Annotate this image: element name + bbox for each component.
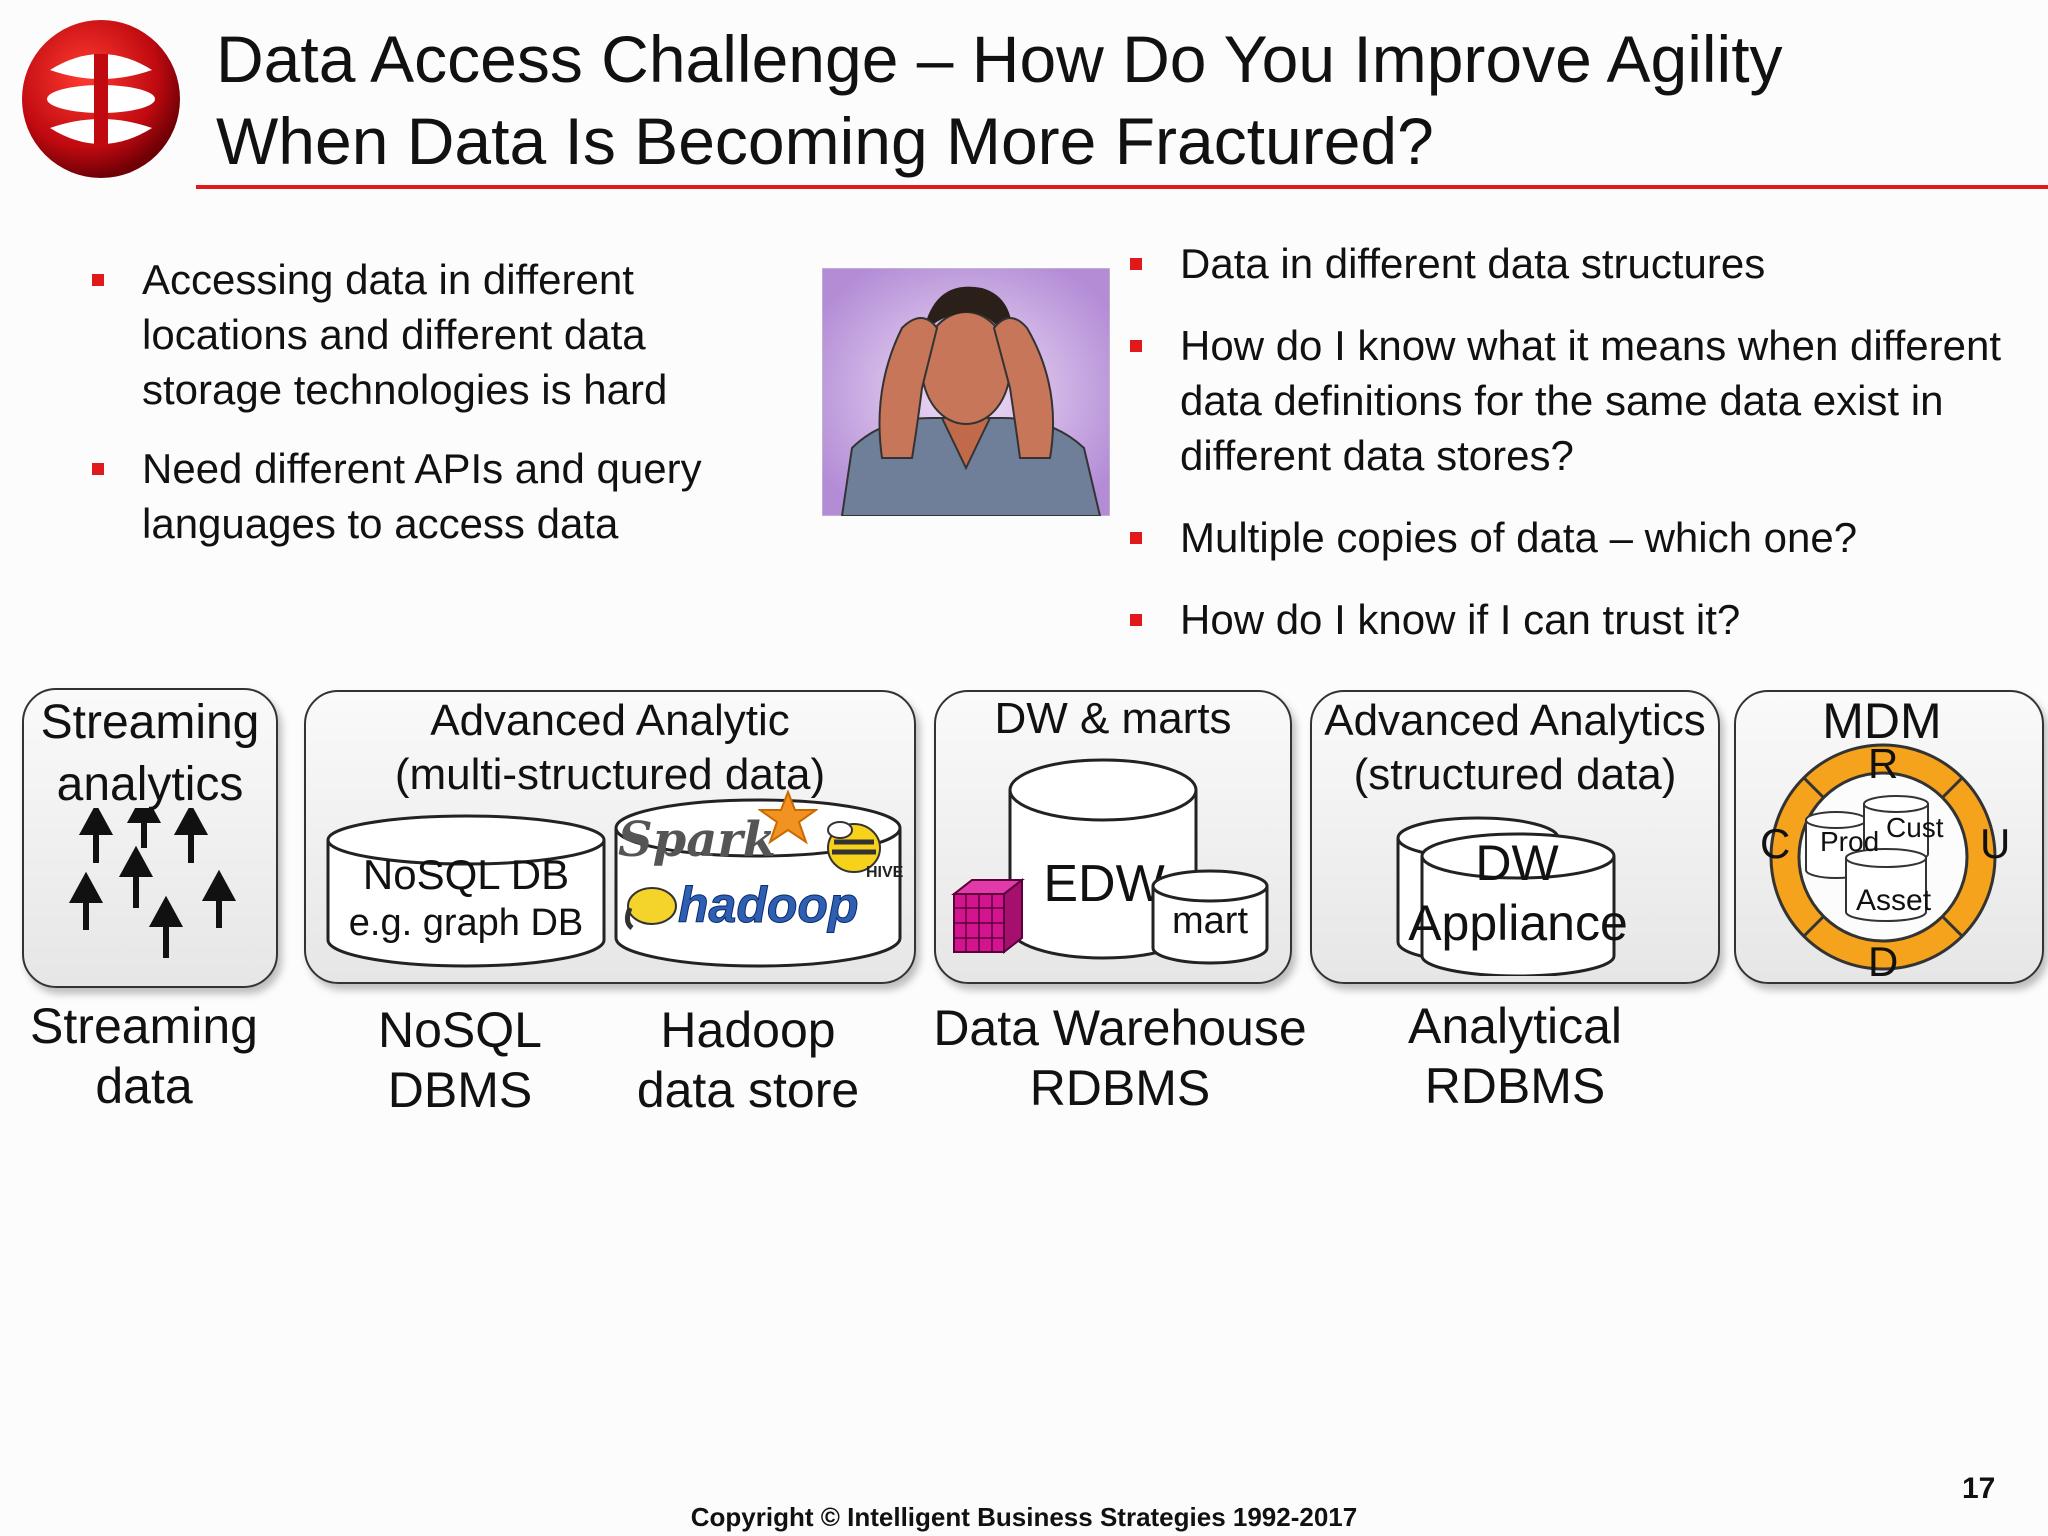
appliance-label: Appliance — [1408, 895, 1628, 951]
edw-cylinder — [1008, 758, 1198, 960]
page-title: Data Access Challenge – How Do You Impro… — [216, 18, 1783, 182]
streaming-arrows-icon — [68, 808, 237, 958]
spark-logo: Spark — [618, 812, 776, 868]
bullet-item: Need different APIs and query languages … — [92, 441, 772, 551]
dw-marts-title: DW & marts — [994, 694, 1232, 743]
bullet-item: How do I know if I can trust it? — [1130, 592, 2030, 647]
dw-marts-panel: DW & marts EDW mart — [934, 690, 1292, 984]
caption-streaming: Streaming data — [30, 998, 258, 1114]
edw-label: EDW — [1043, 855, 1165, 913]
hive-label: HIVE — [866, 864, 904, 881]
title-line-1: Data Access Challenge – How Do You Impro… — [216, 22, 1783, 96]
mdm-d-label: D — [1868, 938, 1899, 985]
advanced-analytic-multi-panel: Advanced Analytic (multi-structured data… — [304, 690, 916, 984]
page-number: 17 — [1962, 1472, 1996, 1505]
mdm-r-label: R — [1868, 740, 1899, 787]
advanced-structured-title: Advanced Analytics (structured data) — [1324, 696, 1706, 799]
advanced-analytics-structured-panel: Advanced Analytics (structured data) DW … — [1310, 690, 1720, 984]
title-line-2: When Data Is Becoming More Fractured? — [216, 104, 1434, 178]
nosql-db-cylinder — [326, 814, 606, 968]
bullet-item: How do I know what it means when differe… — [1130, 318, 2030, 483]
mdm-u-label: U — [1980, 820, 2011, 867]
spark-star-icon — [758, 790, 818, 845]
mdm-cust-label: Cust — [1886, 812, 1944, 843]
mart-label: mart — [1172, 900, 1248, 942]
company-logo — [22, 20, 180, 178]
caption-analytical: Analytical RDBMS — [1408, 998, 1622, 1114]
nosql-db-example: e.g. graph DB — [348, 902, 584, 944]
advanced-multi-title: Advanced Analytic (multi-structured data… — [394, 696, 826, 799]
mdm-prod-label: Prod — [1820, 826, 1880, 857]
bullet-item: Data in different data structures — [1130, 236, 2030, 291]
streaming-panel-title: Streaming analytics — [40, 696, 260, 811]
nosql-db-label: NoSQL DB — [362, 851, 570, 898]
hive-bee-icon — [827, 821, 881, 873]
mdm-c-label: C — [1760, 820, 1791, 867]
right-bullet-list: Data in different data structures How do… — [1130, 236, 2030, 674]
stressed-person-illustration — [822, 268, 1110, 516]
mdm-title: MDM — [1822, 693, 1942, 749]
mdm-panel: MDM R C U D Prod Cust Asset — [1734, 690, 2044, 985]
hadoop-elephant-icon — [624, 887, 677, 930]
hadoop-logo: hadoop — [678, 877, 860, 934]
caption-nosql: NoSQL DBMS — [378, 1002, 542, 1118]
mdm-crud-ring — [1769, 743, 1997, 971]
olap-cube-icon — [951, 877, 1025, 955]
dw-label: DW — [1475, 835, 1559, 891]
mart-cylinder — [1151, 869, 1269, 965]
copyright-footer: Copyright © Intelligent Business Strateg… — [690, 1502, 1358, 1532]
dw-appliance-cylinders — [1396, 816, 1616, 976]
bullet-item: Accessing data in different locations an… — [92, 252, 772, 417]
caption-hadoop: Hadoop data store — [636, 1002, 860, 1118]
bullet-item: Multiple copies of data – which one? — [1130, 510, 2030, 565]
left-bullet-list: Accessing data in different locations an… — [92, 252, 772, 575]
title-underline — [196, 185, 2048, 189]
mdm-asset-label: Asset — [1856, 884, 1932, 917]
streaming-analytics-panel: Streaming analytics — [22, 688, 278, 988]
caption-dw: Data Warehouse RDBMS — [933, 1000, 1307, 1116]
